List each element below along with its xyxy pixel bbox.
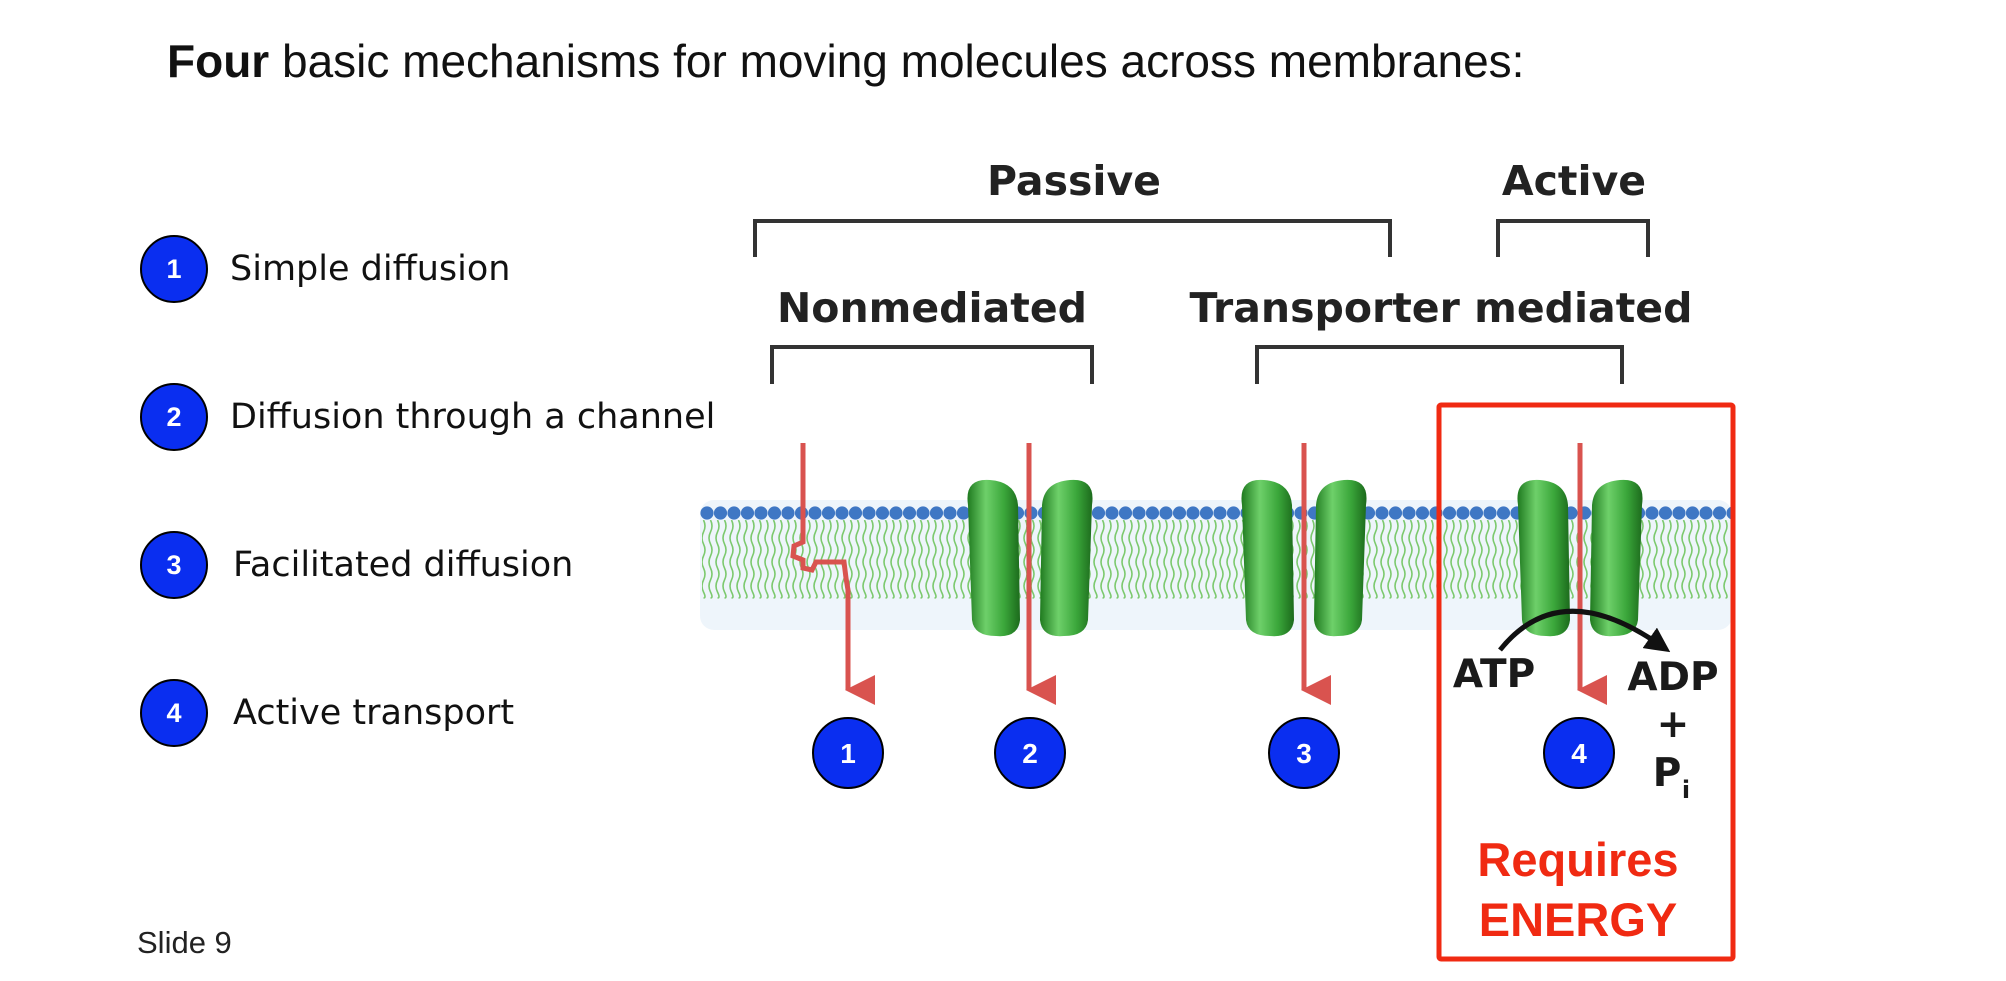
simple-diffusion-arrow [790, 443, 875, 705]
legend-number-3: 3 [140, 531, 208, 599]
adp-label: ADP [1627, 655, 1718, 700]
marker-2: 2 [994, 717, 1066, 789]
marker-1-label: 1 [840, 738, 856, 769]
energy-label: ENERGY [1479, 893, 1678, 946]
legend-number-4: 4 [140, 679, 208, 747]
requires-label: Requires [1477, 833, 1678, 886]
transporter-mediated-label: Transporter mediated [1190, 284, 1693, 332]
legend-number-2: 2 [140, 383, 208, 451]
legend-label-simple-diffusion: Simple diffusion [230, 249, 511, 289]
plus-label: + [1657, 702, 1690, 747]
nonmediated-label: Nonmediated [777, 284, 1087, 332]
legend-label-active-transport: Active transport [233, 693, 515, 733]
marker-4-label: 4 [1571, 738, 1587, 769]
marker-3: 3 [1268, 717, 1340, 789]
marker-3-label: 3 [1296, 738, 1312, 769]
atp-hydrolysis-arrow [1498, 608, 1671, 653]
marker-1: 1 [812, 717, 884, 789]
transporter-bracket [1255, 345, 1624, 384]
atp-label: ATP [1453, 652, 1535, 697]
legend-label-facilitated-diffusion: Facilitated diffusion [233, 545, 574, 585]
nonmediated-bracket [770, 345, 1094, 384]
active-transport-highlight-box [1436, 402, 1736, 962]
transporter-protein [1241, 479, 1367, 637]
legend-number-1: 1 [140, 235, 208, 303]
channel-protein [967, 479, 1093, 637]
title-text: basic mechanisms for moving molecules ac… [269, 35, 1525, 87]
legend-label-channel-diffusion: Diffusion through a channel [230, 397, 716, 437]
active-bracket [1496, 219, 1650, 257]
slide-title: Four basic mechanisms for moving molecul… [167, 34, 1524, 88]
marker-4: 4 [1543, 717, 1615, 789]
phosphate-label: P [1653, 751, 1682, 796]
marker-2-label: 2 [1022, 738, 1038, 769]
passive-bracket [753, 219, 1392, 257]
active-label: Active [1502, 157, 1646, 205]
passive-label: Passive [987, 157, 1161, 205]
title-emphasis: Four [167, 35, 270, 87]
phosphate-subscript: i [1682, 776, 1690, 804]
slide-number: Slide 9 [137, 925, 232, 960]
atp-pump-protein [1517, 479, 1643, 637]
